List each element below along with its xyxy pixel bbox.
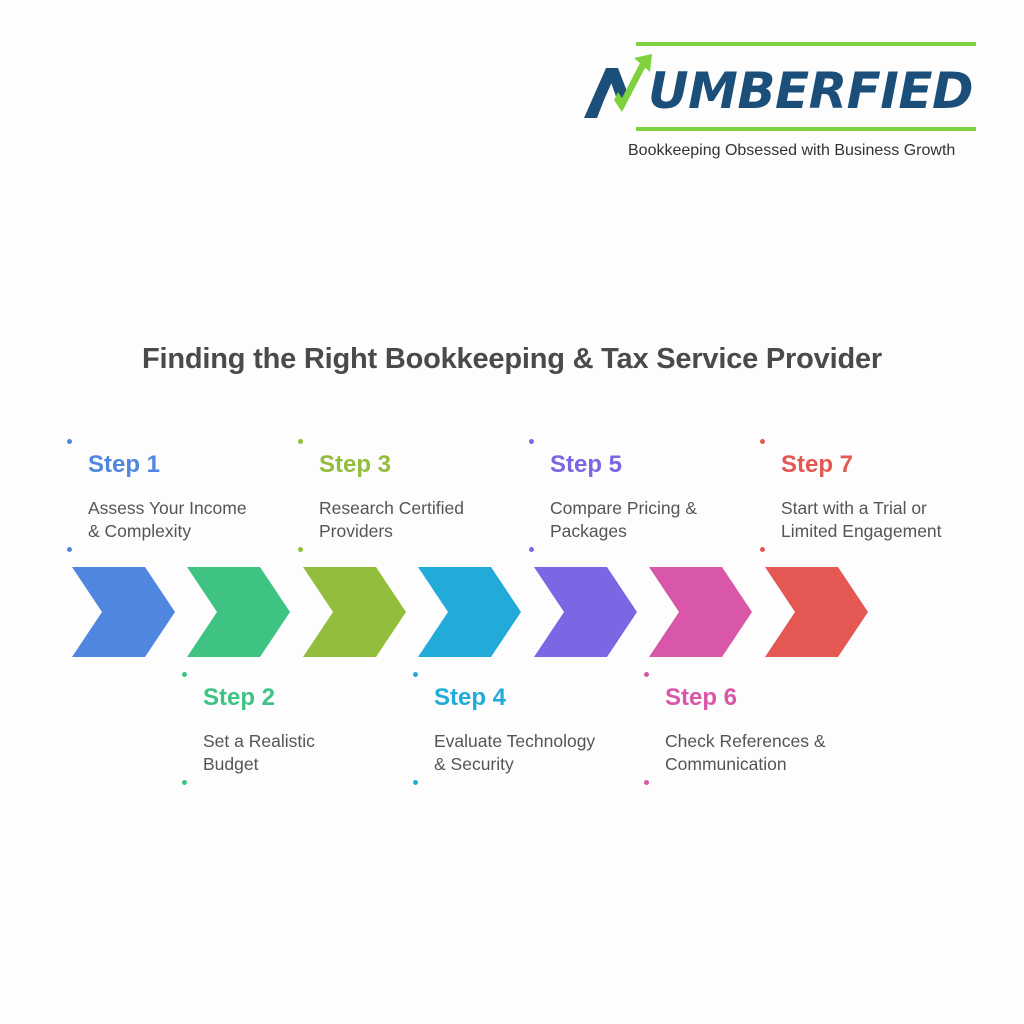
step-2-desc-line-1: Set a Realistic (203, 731, 315, 751)
step-5-dot-bottom (529, 547, 534, 552)
step-2-description: Set a Realistic Budget (203, 730, 403, 776)
step-7-dot-bottom (760, 547, 765, 552)
step-1-desc-line-1: Assess Your Income (88, 498, 247, 518)
chevron-step-2 (187, 567, 290, 657)
step-1-label: Step 1 (88, 451, 161, 478)
step-4-description: Evaluate Technology & Security (434, 730, 634, 776)
logo-top-rule (636, 42, 976, 46)
step-6-desc-line-1: Check References & (665, 731, 826, 751)
logo-bottom-rule (636, 127, 976, 131)
step-1-desc-line-2: & Complexity (88, 521, 192, 541)
step-7-dot-top (760, 439, 765, 444)
step-6-dot-top (644, 672, 649, 677)
step-2-dot-top (182, 672, 187, 677)
chevron-step-6 (649, 567, 752, 657)
logo-wordmark: UMBERFIED (648, 62, 974, 120)
step-3-description: Research Certified Providers (319, 497, 519, 543)
chevron-step-1 (72, 567, 175, 657)
logo-n-arrow-icon (584, 54, 652, 118)
step-6-dot-bottom (644, 780, 649, 785)
chevron-step-7 (765, 567, 868, 657)
step-5-label: Step 5 (550, 451, 623, 478)
step-5-desc-line-1: Compare Pricing & (550, 498, 697, 518)
step-4-dot-top (413, 672, 418, 677)
numberfied-logo: UMBERFIED Bookkeeping Obsessed with Busi… (584, 40, 984, 170)
step-3-desc-line-2: Providers (319, 521, 393, 541)
chevron-step-5 (534, 567, 637, 657)
chevron-step-4 (418, 567, 521, 657)
step-4-desc-line-1: Evaluate Technology (434, 731, 596, 751)
step-5-desc-line-2: Packages (550, 521, 627, 541)
step-4-desc-line-2: & Security (434, 754, 514, 774)
step-6-label: Step 6 (665, 684, 738, 711)
step-6-description: Check References & Communication (665, 730, 865, 776)
step-3-dot-bottom (298, 547, 303, 552)
step-7-description: Start with a Trial or Limited Engagement (781, 497, 981, 543)
step-4-label: Step 4 (434, 684, 507, 711)
step-3-label: Step 3 (319, 451, 392, 478)
logo-tagline: Bookkeeping Obsessed with Business Growt… (628, 142, 956, 159)
step-7-desc-line-2: Limited Engagement (781, 521, 942, 541)
step-3-desc-line-1: Research Certified (319, 498, 464, 518)
step-2-dot-bottom (182, 780, 187, 785)
chevron-step-3 (303, 567, 406, 657)
step-2-label: Step 2 (203, 684, 276, 711)
step-5-description: Compare Pricing & Packages (550, 497, 750, 543)
step-1-dot-bottom (67, 547, 72, 552)
step-1-dot-top (67, 439, 72, 444)
step-7-desc-line-1: Start with a Trial or (781, 498, 927, 518)
step-6-desc-line-2: Communication (665, 754, 787, 774)
step-7-label: Step 7 (781, 451, 854, 478)
step-2-desc-line-2: Budget (203, 754, 259, 774)
step-5-dot-top (529, 439, 534, 444)
step-3-dot-top (298, 439, 303, 444)
step-4-dot-bottom (413, 780, 418, 785)
step-1-description: Assess Your Income & Complexity (88, 497, 288, 543)
page-title: Finding the Right Bookkeeping & Tax Serv… (142, 343, 882, 375)
